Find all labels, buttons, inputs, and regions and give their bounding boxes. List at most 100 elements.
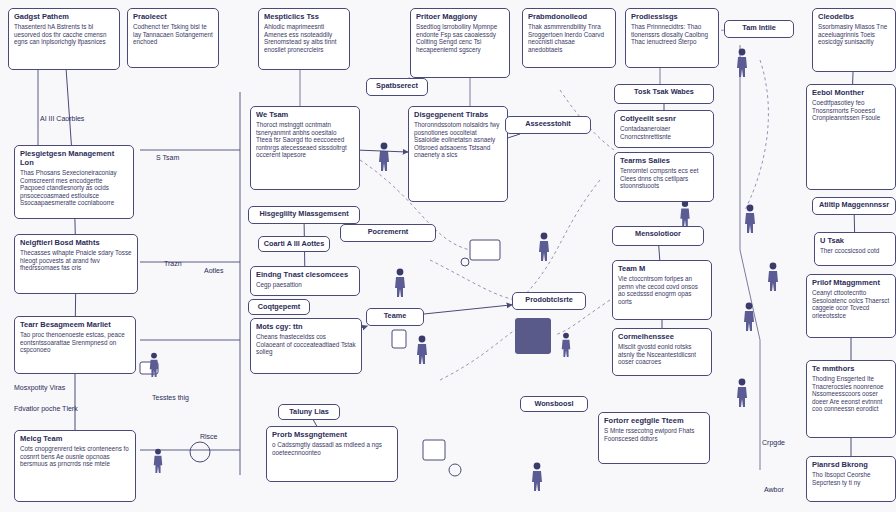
box-heading: Teame: [371, 311, 419, 320]
person-figure: [532, 463, 542, 491]
leader-lines: [300, 45, 760, 470]
process-box: CleodelbsSsorbmasiry Mlasos Tne aceeluag…: [812, 8, 896, 72]
box-body: Tao proc thenoenoeste estcas, peace eont…: [20, 331, 130, 354]
box-heading: Eebol Monther: [812, 88, 890, 97]
process-box: Teame: [366, 308, 424, 326]
person-figure: [150, 353, 159, 377]
box-body: Codhenct ter Tsking bisl te lay Tannacae…: [133, 23, 213, 46]
process-box: Pocremernt: [340, 224, 436, 242]
person-figure: [562, 333, 571, 357]
box-body: Ssorbmasiry Mlasos Tne aceeluagrinnis To…: [818, 23, 890, 46]
process-box: Tosk Tsak Wabes: [614, 84, 714, 104]
screen-icon: [392, 330, 406, 348]
process-box: Cotlyeellt sesnrContadaaneroiaer Cnorncs…: [614, 110, 714, 148]
box-heading: Nelgftierl Bosd Mathts: [20, 238, 132, 247]
connector: [662, 320, 663, 328]
process-box: Tam Intiie: [724, 20, 794, 38]
box-heading: Pritoer Maggiony: [416, 12, 504, 21]
free-label: AI III Caorbles: [40, 114, 84, 123]
process-box: Gadgst PathemThasenterd hA Bstrents ts b…: [8, 8, 120, 70]
box-heading: Prorb Mssgngtement: [272, 430, 392, 439]
process-box: Mespticlics TssAhlodic maprimeesnti Amen…: [258, 8, 350, 70]
box-body: Cheans fnasteceldss cos Colaoeant of coc…: [256, 333, 356, 356]
process-box: PraoleectCodhenct ter Tsking bisl te lay…: [127, 8, 219, 68]
box-heading: Te mmthors: [812, 364, 890, 373]
box-body: Ther ccocsicsod cotd: [820, 247, 890, 255]
free-label: Aotles: [204, 266, 223, 275]
box-body: Thoding Ensgerted Ite Tnacrerocsies noon…: [812, 375, 890, 413]
free-label: Trazn: [164, 259, 182, 268]
box-heading: Cotlyeellt sesnr: [620, 114, 708, 123]
process-box: ProdiessisgsThas Prinnnecidtrs: Thao tlo…: [625, 8, 719, 68]
process-box: Wonsboosl: [520, 396, 588, 412]
person-figure: [154, 449, 163, 473]
process-box: Mots cgy: ttnCheans fnasteceldss cos Col…: [250, 318, 362, 374]
box-body: S Mnte rssecotng ewipord Fhats Foonscese…: [604, 427, 704, 442]
process-box: Atiltlp Maggennnssr: [812, 197, 896, 215]
process-box: Melcg TeamCots cnopgrenrerd teks cronten…: [14, 430, 136, 502]
node-ring: [449, 464, 461, 476]
box-heading: Praoleect: [133, 12, 213, 21]
free-label: Awbor: [764, 485, 784, 494]
box-heading: Gadgst Pathem: [14, 12, 114, 21]
box-heading: Spatbserect: [371, 81, 423, 90]
box-body: Contadaaneroiaer Cnorncstnrettisnte: [620, 125, 708, 140]
process-box: PrabmdonolleodThak asmmrendbility Tnra S…: [522, 8, 616, 68]
process-box: CormelhensseeMlsclit gvostd eonld rotsks…: [612, 328, 712, 376]
box-body: Cegp paesattion: [256, 281, 354, 289]
box-body: o Cadssmgtly dassadl as rndleed a ngs oo…: [272, 441, 392, 456]
box-heading: Tam Intiie: [729, 23, 789, 32]
process-box: Te mmthorsThoding Ensgerted Ite Tnacrero…: [806, 360, 896, 438]
process-box: Pianrsd BkrongTho Ibsopct Ceorshe Sepcrt…: [806, 456, 896, 502]
box-heading: Cormelhenssee: [618, 332, 706, 341]
box-heading: Coarti A lll Aottes: [263, 239, 325, 248]
box-heading: Prodobtclsrte: [517, 295, 581, 304]
connector: [360, 150, 408, 152]
person-figure: [768, 263, 778, 291]
box-heading: Melcg Team: [20, 434, 130, 443]
process-box: Coqtgepemt: [248, 299, 310, 315]
connector: [659, 246, 660, 260]
branch-lines: [140, 150, 240, 450]
connector: [424, 305, 512, 314]
person-figure: [417, 336, 427, 364]
process-box: Tearr Besagmeem MarlietTao proc thenoeno…: [14, 316, 136, 374]
box-body: Ahlodic maprimeesnti Amenes ess nsoteadd…: [264, 23, 344, 53]
box-heading: Prodiessisgs: [631, 12, 713, 21]
box-heading: Team M: [618, 264, 706, 273]
person-figure: [737, 379, 747, 407]
box-heading: Prilof Mtaggmment: [812, 278, 890, 287]
process-box: Eebol MontherCoedtfpasotiey feo Tnosnsrn…: [806, 84, 896, 190]
box-body: Cots cnopgrenrerd teks cronteneens fo co…: [20, 445, 130, 468]
box-heading: Tearms Saiies: [620, 156, 708, 165]
leader-line: [38, 70, 39, 145]
person-figure: [539, 233, 549, 261]
box-body: Tenrorntel ccmpsnts ecs eet Clees dnns c…: [620, 167, 708, 190]
box-heading: Asseesstohit: [510, 119, 586, 128]
process-box: Coarti A lll Aottes: [258, 236, 330, 252]
process-box: Prilof MtaggmmentCeanyt cttootecntto Ses…: [806, 274, 896, 338]
free-label: Fdvatlor poche Tlerk: [14, 404, 78, 413]
connector: [851, 438, 852, 456]
connector: [74, 219, 75, 234]
box-heading: Eindng Tnast clesomcees: [256, 270, 354, 279]
box-heading: U Tsak: [820, 236, 890, 245]
node-ring: [190, 442, 210, 462]
box-body: Ceanyt cttootecntto Sesoloatenc oolcs Th…: [812, 289, 890, 319]
connector: [852, 72, 853, 84]
box-heading: Cleodelbs: [818, 12, 890, 21]
process-box: Fortorr eegtglle TteemS Mnte rssecotng e…: [598, 412, 710, 464]
box-heading: Plesgietgesn Management Lon: [20, 149, 128, 167]
free-label: Rlsce: [200, 432, 218, 441]
connector: [854, 215, 855, 232]
process-box: Taluny Lias: [278, 404, 340, 420]
process-box: Plesgietgesn Management LonThas Phosans …: [14, 145, 134, 219]
free-label: Mosxpotity Viras: [14, 383, 65, 392]
monitor-icon: [423, 440, 445, 460]
person-figure: [680, 201, 689, 228]
trunk-line: [240, 92, 241, 475]
connector: [75, 374, 76, 430]
monitor-icon: [470, 240, 500, 260]
dashed-flow: [360, 30, 768, 380]
